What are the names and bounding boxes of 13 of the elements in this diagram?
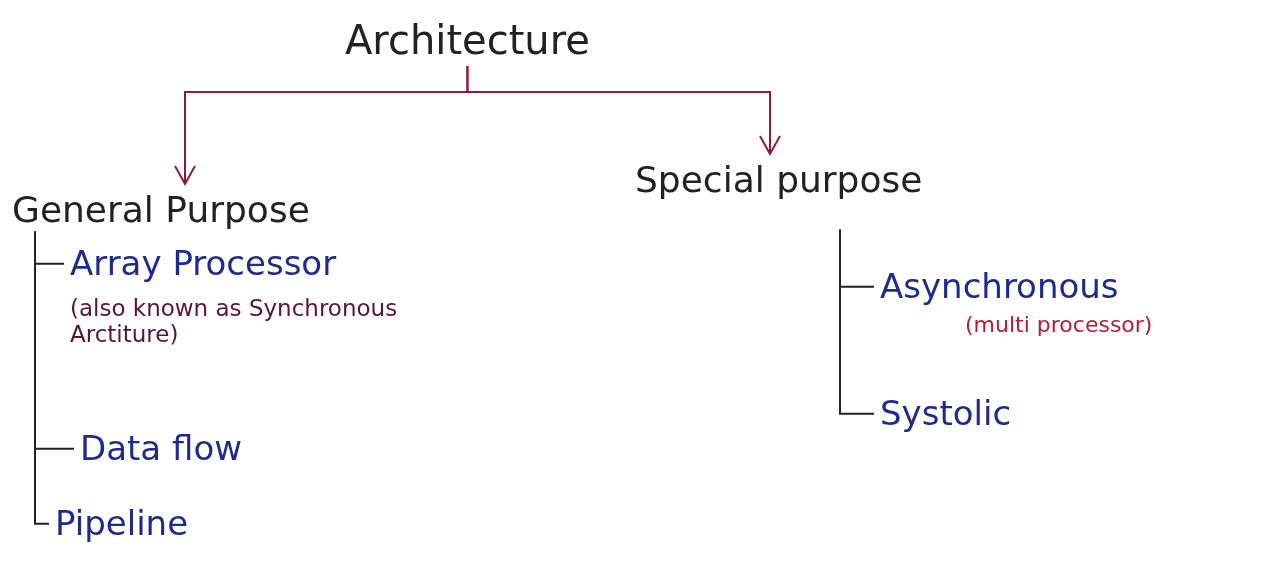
category-label: General Purpose	[12, 190, 310, 230]
arrow	[466, 65, 781, 155]
node-label: Array Processor	[70, 245, 337, 283]
category-label: Special purpose	[635, 160, 923, 200]
tree-line	[839, 228, 875, 415]
note-text: (multi processor)	[965, 312, 1153, 338]
tree-line	[34, 230, 50, 525]
note-text: (also known as Synchronous Arctiture)	[70, 295, 399, 348]
node-label: Systolic	[880, 395, 1012, 433]
node-label: Data flow	[80, 430, 242, 468]
node-label: Pipeline	[55, 505, 189, 543]
heading-text: Architecture	[345, 18, 590, 62]
node-label: Asynchronous	[880, 268, 1119, 306]
